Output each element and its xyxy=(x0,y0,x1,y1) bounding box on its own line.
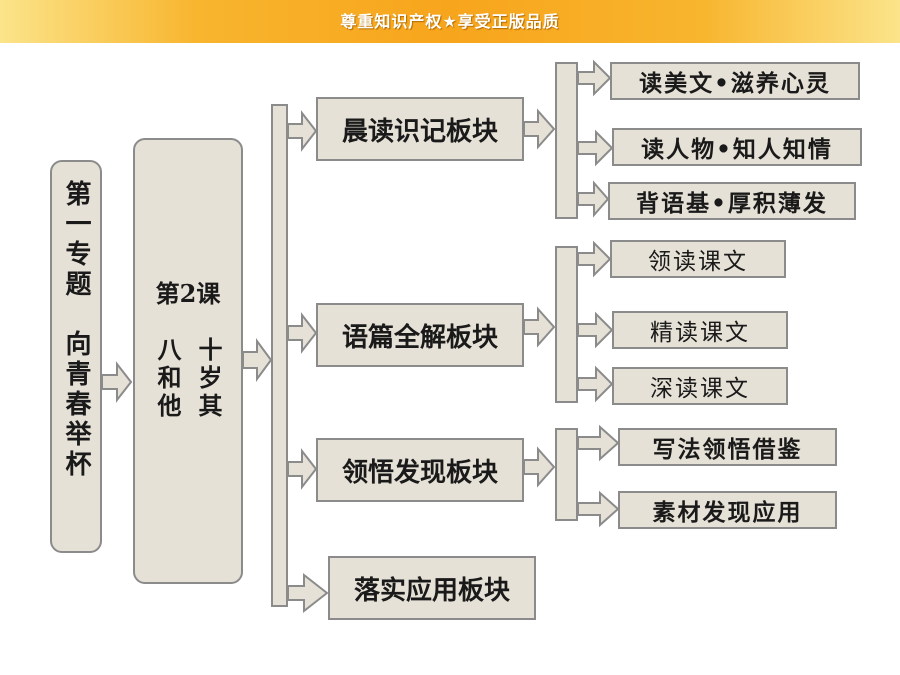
section-2-box: 语篇全解板块 xyxy=(316,303,524,367)
section-1-box: 晨读识记板块 xyxy=(316,97,524,161)
section-2-connector-bar xyxy=(555,246,578,403)
arrow-s2-item-1 xyxy=(577,240,612,278)
s3-item-1: 写法领悟借鉴 xyxy=(618,428,837,466)
top-banner xyxy=(0,0,900,43)
s2-item-1: 领读课文 xyxy=(610,240,786,278)
arrow-bar-to-section-4 xyxy=(287,572,329,614)
s1-item-1: 读美文•滋养心灵 xyxy=(610,62,860,100)
arrow-bar-to-section-1 xyxy=(287,110,318,152)
section-3-box: 领悟发现板块 xyxy=(316,438,524,502)
arrow-s1-item-1 xyxy=(577,59,612,97)
section-3-connector-bar xyxy=(555,428,578,521)
lesson-title-col-1: 十岁其 xyxy=(194,337,223,421)
arrow-s2-item-3 xyxy=(577,365,614,403)
topic-line-2: 向青春举杯 xyxy=(61,330,91,480)
s1-item-2: 读人物•知人知情 xyxy=(612,128,862,166)
topic-line-1: 第一专题 xyxy=(61,180,91,300)
lesson-box: 第2课 十岁其 八和他 xyxy=(133,138,243,584)
arrow-section-2-to-bar xyxy=(523,306,556,348)
s2-item-2: 精读课文 xyxy=(612,311,788,349)
arrow-topic-to-lesson xyxy=(101,361,133,403)
arrow-section-1-to-bar xyxy=(523,108,556,150)
main-connector-bar xyxy=(271,104,288,607)
lesson-title: 十岁其 八和他 xyxy=(150,337,226,421)
arrow-section-3-to-bar xyxy=(523,446,556,488)
banner-text: 尊重知识产权★享受正版品质 xyxy=(340,12,560,31)
topic-box: 第一专题 向青春举杯 xyxy=(50,160,102,553)
lesson-title-col-2: 八和他 xyxy=(153,337,182,421)
arrow-s3-item-1 xyxy=(577,424,620,462)
arrow-bar-to-section-2 xyxy=(287,312,318,354)
lesson-number: 第2课 xyxy=(155,279,221,308)
s3-item-2: 素材发现应用 xyxy=(618,491,837,529)
arrow-s2-item-2 xyxy=(577,311,614,349)
section-1-connector-bar xyxy=(555,62,578,219)
section-4-box: 落实应用板块 xyxy=(328,556,536,620)
arrow-s3-item-2 xyxy=(577,490,620,528)
s2-item-3: 深读课文 xyxy=(612,367,788,405)
arrow-s1-item-3 xyxy=(577,180,610,218)
arrow-s1-item-2 xyxy=(577,129,614,167)
s1-item-3: 背语基•厚积薄发 xyxy=(608,182,856,220)
arrow-bar-to-section-3 xyxy=(287,448,318,490)
arrow-lesson-to-bar xyxy=(242,337,273,383)
